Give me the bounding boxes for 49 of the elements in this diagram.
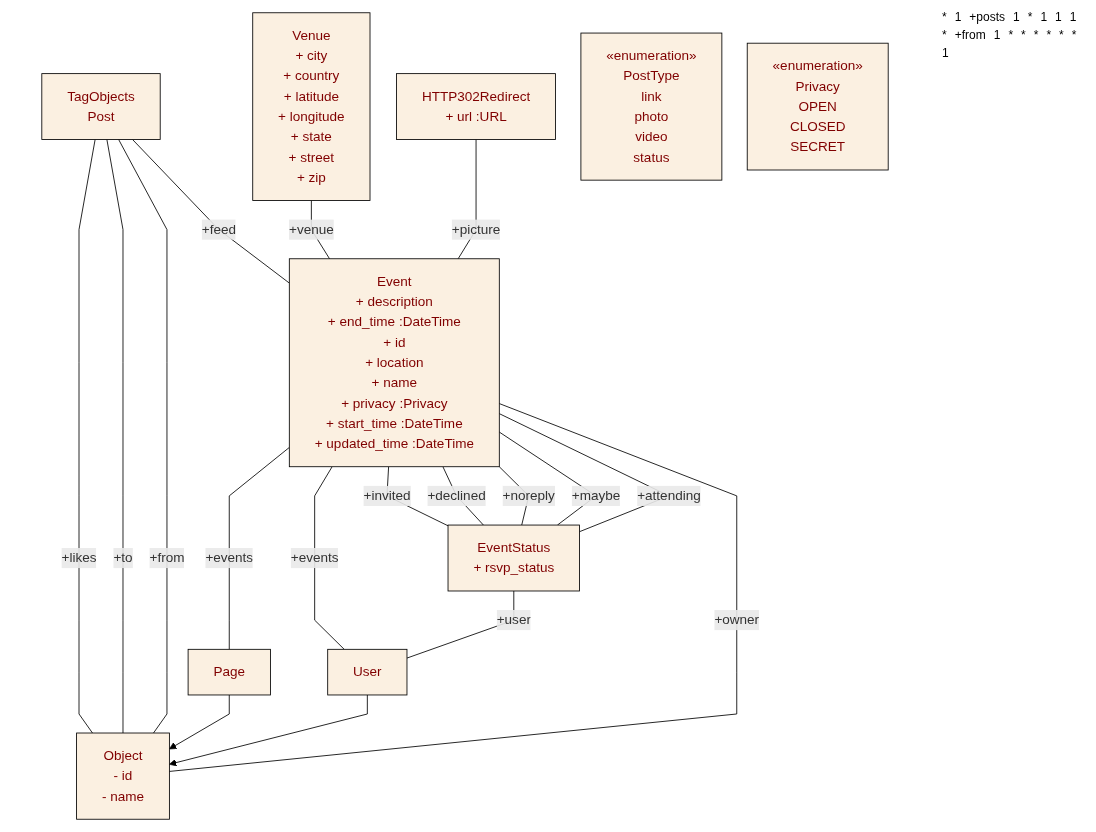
multiplicity-label: 1 [1055, 10, 1062, 24]
node-box: User [327, 648, 408, 696]
multiplicity-label: * [1021, 28, 1026, 42]
connector [132, 139, 290, 284]
multiplicity-label: 1 [1069, 10, 1077, 24]
edge-label: +from [149, 550, 185, 565]
connector [106, 139, 124, 734]
node-box: Object - id - name [76, 732, 170, 820]
edge-label: +declined [427, 488, 486, 503]
multiplicity-label: * [1027, 10, 1033, 24]
node-box: «enumeration» Privacy OPEN CLOSED SECRET [746, 42, 889, 171]
edge-label: +invited [363, 488, 411, 503]
multiplicity-label: * [1059, 28, 1064, 42]
multiplicity-label: 1 [993, 28, 1001, 42]
node-box: Page [187, 648, 271, 696]
edge-label: +owner [714, 612, 760, 627]
multiplicity-label: * [1033, 28, 1039, 42]
node-box: Event + description + end_time :DateTime + id + location + name + privacy :Privacy + start_time :DateTime + updated_time :DateTime [288, 258, 500, 468]
edge-label: +feed [201, 221, 236, 237]
edge-label: +likes [61, 550, 97, 565]
connector [78, 139, 96, 734]
connector [228, 447, 290, 650]
edge-label: +picture [451, 221, 501, 237]
multiplicity-label: * [942, 28, 947, 42]
connector [314, 466, 345, 650]
node-box: EventStatus + rsvp_status [447, 524, 580, 592]
edge-label: +events [205, 550, 254, 565]
multiplicity-label: 1 [942, 46, 949, 60]
multiplicity-label: * [1071, 28, 1077, 42]
multiplicity-label: +posts [969, 10, 1006, 24]
multiplicity-label: 1 [954, 10, 962, 24]
edge-label: +events [290, 550, 339, 565]
multiplicity-label: +from [954, 28, 986, 42]
edge-label: +maybe [571, 488, 621, 503]
multiplicity-label: 1 [1013, 10, 1020, 24]
edge-label: +user [496, 612, 531, 627]
edge-label: +to [113, 550, 133, 565]
multiplicity-label: * [942, 10, 947, 24]
connector [118, 139, 168, 734]
edge-label: +noreply [502, 488, 555, 503]
multiplicity-label: * [1046, 28, 1052, 42]
node-box: HTTP302Redirect + url :URL [396, 73, 556, 140]
node-box: «enumeration» PostType link photo video status [580, 32, 723, 181]
multiplicity-label: * [1008, 28, 1014, 42]
node-box: Venue + city + country + latitude + longitude + state + street + zip [252, 12, 371, 201]
node-box: TagObjects Post [41, 73, 161, 140]
edge-label: +venue [288, 221, 334, 237]
multiplicity-label: 1 [1040, 10, 1048, 24]
edge-label: +attending [637, 488, 701, 503]
